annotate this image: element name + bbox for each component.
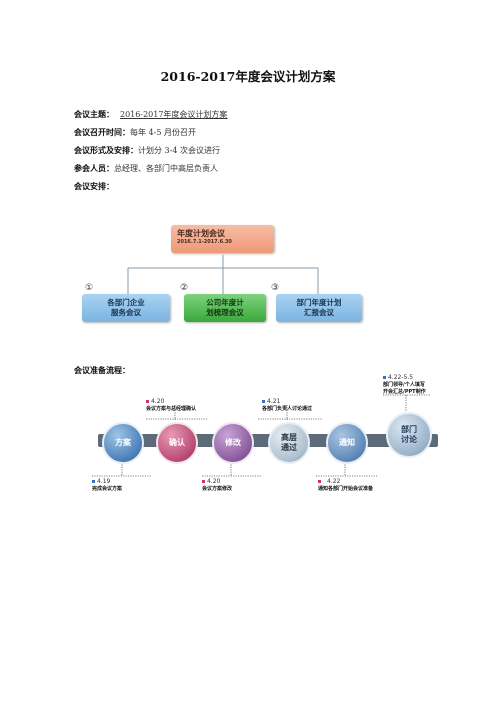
bullet-icon	[262, 400, 265, 403]
org-top-title: 年度计划会议	[177, 229, 225, 238]
step-dept-discussion-line1: 部门	[401, 425, 417, 434]
meeting-time-value: 每年 4-5 月份召开	[130, 128, 196, 137]
step-approval-line2: 通过	[281, 443, 297, 452]
page-title: 2016-2017年度会议计划方案	[160, 69, 336, 84]
attendees-label: 参会人员：	[74, 163, 114, 173]
note-approval: 4.21 各部门负责人讨论通过	[262, 398, 312, 413]
org-box-company-plan-line2: 划梳理会议	[206, 308, 244, 317]
step-dept-discussion-line2: 讨论	[401, 435, 417, 444]
attendees-row: 参会人员：总经理、各部门中高层负责人	[74, 163, 218, 174]
step-notify: 通知	[326, 422, 368, 464]
step-dept-discussion: 部门 讨论	[386, 412, 432, 458]
org-box-departments: 各部门企业 服务会议	[82, 294, 170, 322]
step-modify: 修改	[212, 422, 254, 464]
step-confirm: 确认	[156, 422, 198, 464]
meeting-topic-label: 会议主题：	[74, 109, 114, 119]
bullet-icon	[146, 400, 149, 403]
step-approval-line1: 高层	[281, 433, 297, 442]
org-number-2: ②	[180, 283, 189, 293]
meeting-format-value: 计划分 3-4 次会议进行	[138, 146, 220, 155]
org-box-departments-line1: 各部门企业	[107, 298, 145, 307]
arrangement-label: 会议安排：	[74, 181, 114, 191]
note-dept-discussion-text2: 开会汇总/PPT制作	[383, 389, 426, 395]
org-box-dept-report-line2: 汇报会议	[304, 308, 334, 317]
note-plan-date: 4.19	[97, 478, 111, 485]
note-plan-text: 完成会议方案	[92, 486, 123, 492]
org-top-box: 年度计划会议 2016.7.1-2017.6.30	[171, 225, 274, 253]
note-modify-text: 会议方案修改	[202, 486, 233, 492]
org-box-departments-line2: 服务会议	[111, 308, 141, 317]
note-confirm-date: 4.20	[151, 398, 165, 405]
meeting-format-label: 会议形式及安排：	[74, 145, 138, 155]
note-notify-text: 通知各部门开始会议准备	[318, 486, 374, 492]
note-dept-discussion: 4.22-5.5 部门领导/个人填写 开会汇总/PPT制作	[383, 374, 426, 396]
note-confirm-text: 会议方案与总经理确认	[146, 406, 197, 412]
meeting-time-row: 会议召开时间：每年 4-5 月份召开	[74, 127, 196, 138]
arrangement-row: 会议安排：	[74, 181, 114, 192]
note-dept-discussion-text: 部门领导/个人填写	[383, 382, 425, 388]
note-modify-date: 4.20	[207, 478, 221, 485]
meeting-format-row: 会议形式及安排：计划分 3-4 次会议进行	[74, 145, 220, 156]
step-notify-label: 通知	[339, 438, 355, 447]
note-notify: 4.22 通知各部门开始会议准备	[318, 478, 373, 493]
meeting-time-label: 会议召开时间：	[74, 127, 130, 137]
org-number-1: ①	[85, 283, 94, 293]
step-modify-label: 修改	[225, 438, 241, 447]
note-confirm: 4.20 会议方案与总经理确认	[146, 398, 196, 413]
attendees-value: 总经理、各部门中高层负责人	[114, 164, 218, 173]
org-box-company-plan-line1: 公司年度计	[206, 298, 244, 307]
note-dept-discussion-date: 4.22-5.5	[388, 374, 414, 381]
bullet-icon	[202, 480, 205, 483]
org-box-company-plan: 公司年度计 划梳理会议	[184, 294, 266, 322]
org-number-3: ③	[271, 283, 280, 293]
bullet-icon	[92, 480, 95, 483]
prep-process-row: 会议准备流程：	[74, 365, 130, 376]
prep-process-label: 会议准备流程：	[74, 365, 130, 375]
note-notify-date: 4.22	[327, 478, 341, 485]
step-approval: 高层 通过	[268, 422, 310, 464]
meeting-topic-value: 2016-2017年度会议计划方案	[120, 110, 228, 119]
bullet-icon	[318, 480, 321, 483]
bullet-icon	[383, 376, 386, 379]
org-top-dates: 2016.7.1-2017.6.30	[177, 239, 232, 245]
meeting-topic-row: 会议主题： 2016-2017年度会议计划方案	[74, 109, 227, 120]
org-box-dept-report: 部门年度计划 汇报会议	[276, 294, 362, 322]
org-box-dept-report-line1: 部门年度计划	[296, 298, 342, 307]
step-plan-label: 方案	[115, 438, 131, 447]
note-approval-text: 各部门负责人讨论通过	[262, 406, 313, 412]
note-approval-date: 4.21	[267, 398, 281, 405]
note-plan: 4.19 完成会议方案	[92, 478, 122, 493]
step-plan: 方案	[102, 422, 144, 464]
note-modify: 4.20 会议方案修改	[202, 478, 232, 493]
step-confirm-label: 确认	[169, 438, 185, 447]
